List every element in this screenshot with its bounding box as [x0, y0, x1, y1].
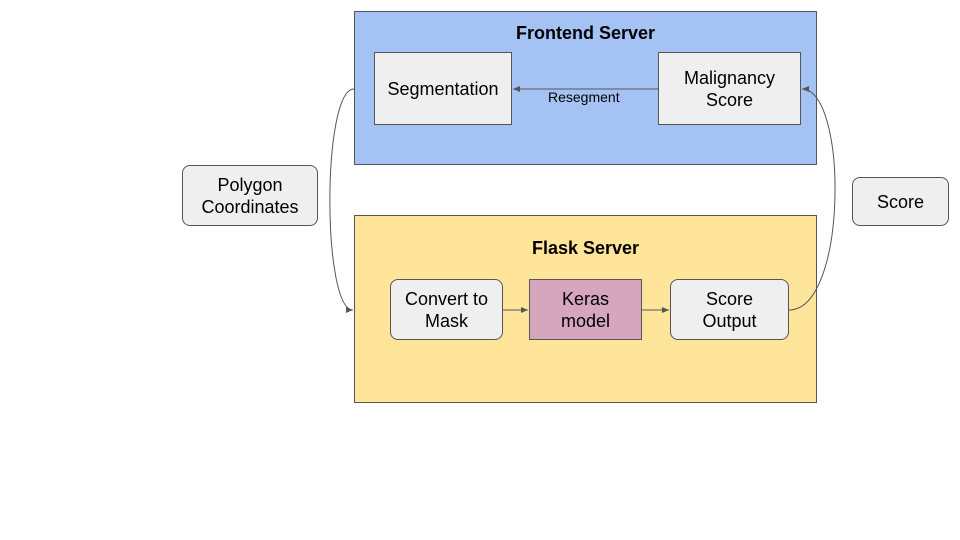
convert-to-mask-box: Convert to Mask: [390, 279, 503, 340]
polygon-coordinates-label: Polygon Coordinates: [182, 165, 318, 226]
score-label: Score: [852, 177, 949, 226]
polygon-coordinates-curve: [329, 88, 355, 313]
resegment-label: Resegment: [548, 89, 620, 105]
malignancy-score-box: Malignancy Score: [658, 52, 801, 125]
frontend-server-title: Frontend Server: [515, 23, 656, 43]
score-output-box: Score Output: [670, 279, 789, 340]
flask-server-title: Flask Server: [531, 238, 640, 258]
segmentation-box: Segmentation: [374, 52, 512, 125]
keras-model-box: Keras model: [529, 279, 642, 340]
